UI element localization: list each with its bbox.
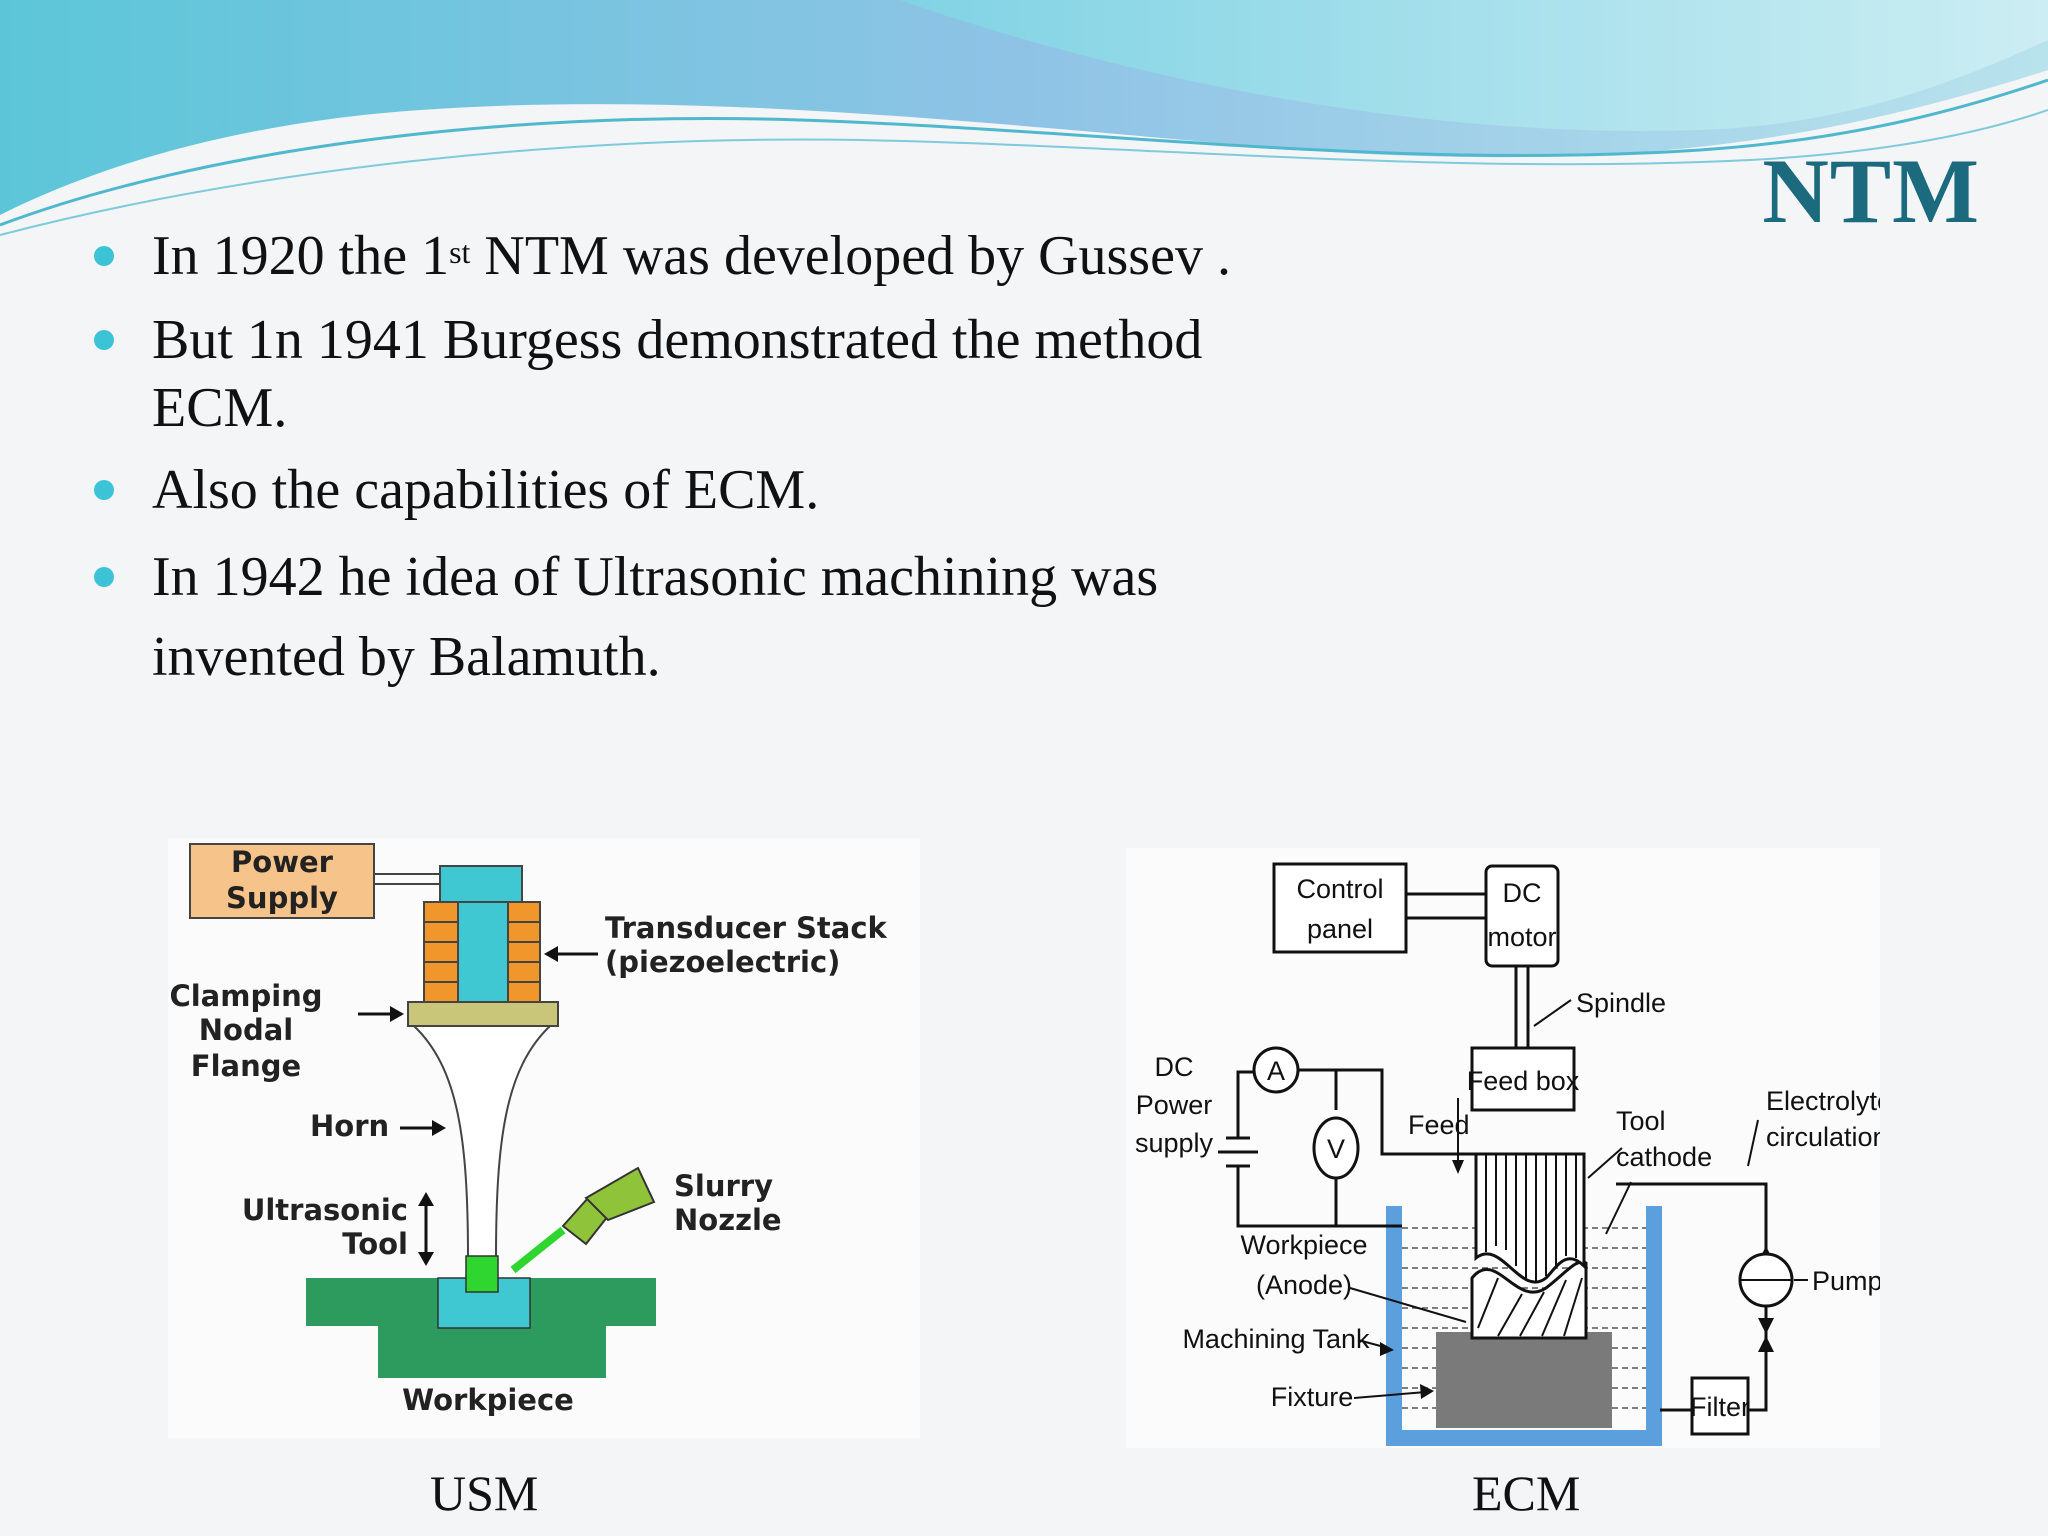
bullet-icon <box>94 246 114 266</box>
svg-text:Power: Power <box>1136 1090 1213 1120</box>
svg-text:(Anode): (Anode) <box>1256 1270 1352 1300</box>
fixture <box>1436 1332 1612 1428</box>
ultrasonic-tool <box>465 1255 499 1293</box>
svg-text:panel: panel <box>1307 914 1373 944</box>
svg-text:Control: Control <box>1296 874 1383 904</box>
svg-text:Nozzle: Nozzle <box>674 1203 782 1237</box>
svg-text:motor: motor <box>1487 922 1556 952</box>
header-wave-decoration <box>0 0 2048 236</box>
svg-text:(piezoelectric): (piezoelectric) <box>605 945 840 979</box>
bullet-item: But 1n 1941 Burgess demonstrated the met… <box>92 306 1202 442</box>
svg-text:Spindle: Spindle <box>1576 988 1666 1018</box>
dc-motor-box <box>1484 864 1560 968</box>
svg-text:circulation: circulation <box>1766 1122 1880 1152</box>
svg-text:Flange: Flange <box>191 1049 301 1083</box>
svg-text:Horn: Horn <box>310 1109 389 1143</box>
slurry-nozzle <box>510 1166 656 1274</box>
ecm-caption: ECM <box>1472 1465 1581 1521</box>
svg-text:Supply: Supply <box>226 881 338 915</box>
svg-text:Transducer Stack: Transducer Stack <box>605 911 888 945</box>
svg-text:Electrolyte: Electrolyte <box>1766 1086 1880 1116</box>
svg-text:Workpiece: Workpiece <box>402 1383 574 1417</box>
svg-text:A: A <box>1267 1056 1285 1086</box>
svg-text:Clamping: Clamping <box>169 979 322 1013</box>
svg-text:Feed box: Feed box <box>1467 1066 1580 1096</box>
svg-text:Feed: Feed <box>1408 1110 1470 1140</box>
usm-diagram: Power Supply <box>168 838 920 1438</box>
svg-text:Pump: Pump <box>1812 1266 1880 1296</box>
svg-text:cathode: cathode <box>1616 1142 1712 1172</box>
tool-cathode <box>1474 1152 1586 1284</box>
svg-text:V: V <box>1327 1134 1345 1164</box>
svg-text:Tool: Tool <box>342 1227 408 1261</box>
svg-text:Power: Power <box>231 845 334 879</box>
control-panel-box <box>1272 862 1408 954</box>
svg-text:Tool: Tool <box>1616 1106 1666 1136</box>
bullet-icon <box>94 330 114 350</box>
bullet-icon <box>94 567 114 587</box>
ecm-diagram: Control panel DC motor Spindle Feed box … <box>1126 848 1892 1448</box>
filter-box <box>1690 1376 1750 1436</box>
bullet-icon <box>94 480 114 500</box>
slide-title: NTM <box>1762 140 1980 242</box>
power-supply-box <box>189 843 375 919</box>
svg-text:Nodal: Nodal <box>199 1013 293 1047</box>
bullet-item: Also the capabilities of ECM. <box>92 456 819 524</box>
bullet-item: In 1920 the 1st NTM was developed by Gus… <box>92 222 1231 290</box>
svg-text:DC: DC <box>1155 1052 1194 1082</box>
svg-text:Filter: Filter <box>1690 1392 1750 1422</box>
bullet-item: In 1942 he idea of Ultrasonic machining … <box>92 537 1158 697</box>
feed-box <box>1470 1046 1576 1112</box>
svg-text:Slurry: Slurry <box>674 1169 773 1203</box>
svg-text:Workpiece: Workpiece <box>1240 1230 1367 1260</box>
horn <box>411 1025 553 1259</box>
svg-text:Machining Tank: Machining Tank <box>1182 1324 1370 1354</box>
svg-text:DC: DC <box>1503 878 1542 908</box>
svg-text:supply: supply <box>1135 1128 1214 1158</box>
clamping-flange <box>407 1001 559 1027</box>
transducer-stack <box>423 901 541 1003</box>
usm-caption: USM <box>430 1465 539 1521</box>
svg-text:Fixture: Fixture <box>1271 1382 1354 1412</box>
svg-text:Ultrasonic: Ultrasonic <box>242 1193 408 1227</box>
